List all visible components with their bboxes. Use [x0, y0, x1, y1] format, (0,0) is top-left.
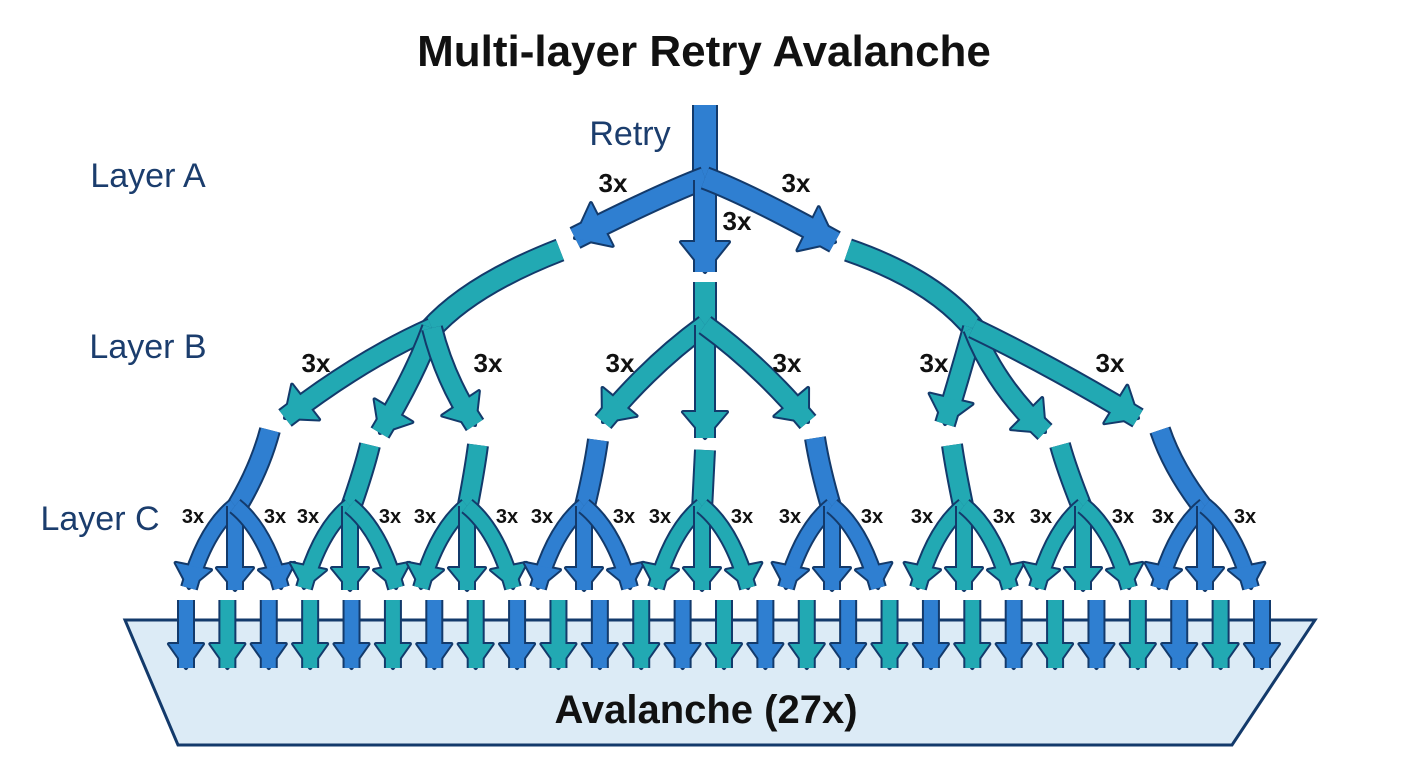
- layer-c-tree-7-branch-center: [944, 506, 984, 592]
- diagram-labels: Multi-layer Retry Avalanche Retry Layer …: [40, 27, 1256, 732]
- layer-c-tree-8-trunk: [1049, 442, 1094, 515]
- output-arrow-26: [1201, 600, 1240, 670]
- layer-b-label: Layer B: [89, 328, 206, 366]
- layer-b-left-branch-left: [278, 317, 437, 427]
- output-arrow-16: [787, 600, 826, 670]
- retry-label: Retry: [589, 115, 670, 153]
- output-arrow-25: [1160, 600, 1199, 670]
- output-arrow-11: [580, 600, 619, 670]
- output-arrow-1: [167, 600, 205, 670]
- layer-c-tree-6-multiplier-left: 3x: [779, 506, 801, 528]
- output-arrow-19: [911, 600, 950, 670]
- layer-b-mid-branch-right: [698, 316, 817, 430]
- output-arrow-13: [663, 600, 702, 670]
- layer-c-tree-4-multiplier-left: 3x: [531, 506, 553, 528]
- output-arrow-18: [870, 600, 909, 670]
- output-arrow-3: [249, 600, 288, 670]
- layer-c-tree-5-branch-right: [696, 498, 764, 591]
- output-arrow-5: [332, 600, 371, 670]
- layer-c-tree-8-branch-right: [1077, 498, 1145, 591]
- layer-c-tree-9-multiplier-left: 3x: [1152, 506, 1174, 528]
- layer-a-multiplier-left: 3x: [599, 168, 628, 198]
- output-arrow-20: [953, 600, 992, 670]
- layer-c-tree-6-trunk: [804, 436, 843, 514]
- layer-c-tree-3-branch-right: [461, 498, 529, 591]
- output-arrow-12: [622, 600, 661, 670]
- layer-c-tree-8-multiplier-left: 3x: [1030, 506, 1052, 528]
- output-arrow-7: [415, 600, 454, 670]
- layer-c-tree-4-multiplier-right: 3x: [613, 506, 635, 528]
- output-arrow-21: [994, 600, 1033, 670]
- layer-c-tree-1-branch-right: [229, 498, 297, 591]
- layer-c-label: Layer C: [40, 500, 159, 538]
- layer-b-left-trunk: [421, 238, 565, 339]
- layer-b-left-branch-right: [421, 325, 485, 432]
- layer-a-branch-left: [569, 166, 710, 249]
- layer-c-tree-5-branch-center: [682, 506, 722, 592]
- layer-c-tree-7-multiplier-right: 3x: [993, 506, 1015, 528]
- layer-c-tree-6-multiplier-right: 3x: [861, 506, 883, 528]
- page-title: Multi-layer Retry Avalanche: [417, 27, 991, 76]
- output-arrow-24: [1118, 600, 1157, 670]
- layer-c-tree-1-multiplier-right: 3x: [264, 506, 286, 528]
- layer-c-tree-9-branch-center: [1185, 506, 1225, 592]
- layer-c-tree-4-branch-right: [578, 498, 646, 591]
- output-arrow-17: [829, 600, 868, 670]
- layer-c-tree-2-multiplier-left: 3x: [297, 506, 319, 528]
- layer-c-tree-5-multiplier-right: 3x: [731, 506, 753, 528]
- avalanche-label: Avalanche (27x): [554, 688, 857, 732]
- layer-a-branch-right: [700, 166, 841, 253]
- layer-c-tree-9-trunk: [1149, 426, 1214, 517]
- output-arrow-4: [291, 600, 330, 670]
- layer-c-tree-2-branch-center: [330, 506, 370, 592]
- output-arrow-6: [373, 600, 412, 670]
- layer-c-tree-3-multiplier-right: 3x: [496, 506, 518, 528]
- layer-c-tree-1-multiplier-left: 3x: [182, 506, 204, 528]
- layer-b-mid-branch-left: [594, 316, 712, 429]
- layer-c-tree-7-multiplier-left: 3x: [911, 506, 933, 528]
- layer-c-tree-8-branch-center: [1063, 506, 1103, 592]
- layer-b-multiplier-2: 3x: [474, 348, 503, 378]
- layer-c-tree-8-multiplier-right: 3x: [1112, 506, 1134, 528]
- output-arrow-2: [208, 600, 247, 670]
- layer-c-tree-4-trunk: [573, 438, 609, 513]
- layer-b-multiplier-1: 3x: [302, 348, 331, 378]
- layer-b-right-branch-right: [968, 318, 1144, 428]
- layer-c-tree-9-branch-right: [1199, 498, 1267, 591]
- layer-b-multiplier-5: 3x: [920, 348, 949, 378]
- layer-a-multiplier-center: 3x: [723, 206, 752, 236]
- layer-c-tree-3-multiplier-left: 3x: [414, 506, 436, 528]
- output-arrow-9: [498, 600, 537, 670]
- layer-c-tree-5-trunk: [691, 449, 716, 513]
- output-arrow-23: [1077, 600, 1116, 670]
- layer-c-tree-9-multiplier-right: 3x: [1234, 506, 1256, 528]
- layer-c-tree-7-branch-right: [958, 498, 1026, 591]
- layer-c-tree-2-branch-right: [344, 498, 412, 591]
- layer-c-tree-3-branch-center: [447, 506, 487, 592]
- layer-b-multiplier-3: 3x: [606, 348, 635, 378]
- layer-c-tree-6-branch-right: [826, 498, 894, 591]
- output-arrow-22: [1036, 600, 1075, 670]
- layer-a-multiplier-right: 3x: [782, 168, 811, 198]
- layer-c-tree-4-branch-center: [564, 506, 604, 592]
- layer-c-tree-2-multiplier-right: 3x: [379, 506, 401, 528]
- retry-arrows: [167, 105, 1281, 670]
- layer-c-tree-1-branch-center: [215, 506, 255, 592]
- layer-b-mid-branch-center: [681, 325, 729, 440]
- output-arrow-8: [456, 600, 495, 670]
- layer-c-tree-5-multiplier-left: 3x: [649, 506, 671, 528]
- layer-b-multiplier-4: 3x: [773, 348, 802, 378]
- layer-c-tree-6-branch-center: [812, 506, 852, 592]
- layer-c-tree-2-trunk: [339, 442, 381, 514]
- layer-b-right-trunk: [844, 238, 985, 338]
- layer-a-branch-center: [679, 180, 731, 274]
- output-arrow-27: [1243, 600, 1281, 670]
- output-arrow-10: [539, 600, 578, 670]
- layer-b-multiplier-6: 3x: [1096, 348, 1125, 378]
- output-arrow-15: [746, 600, 785, 670]
- layer-c-tree-1-trunk: [225, 427, 281, 516]
- output-arrow-14: [705, 600, 743, 670]
- layer-a-label: Layer A: [90, 157, 206, 195]
